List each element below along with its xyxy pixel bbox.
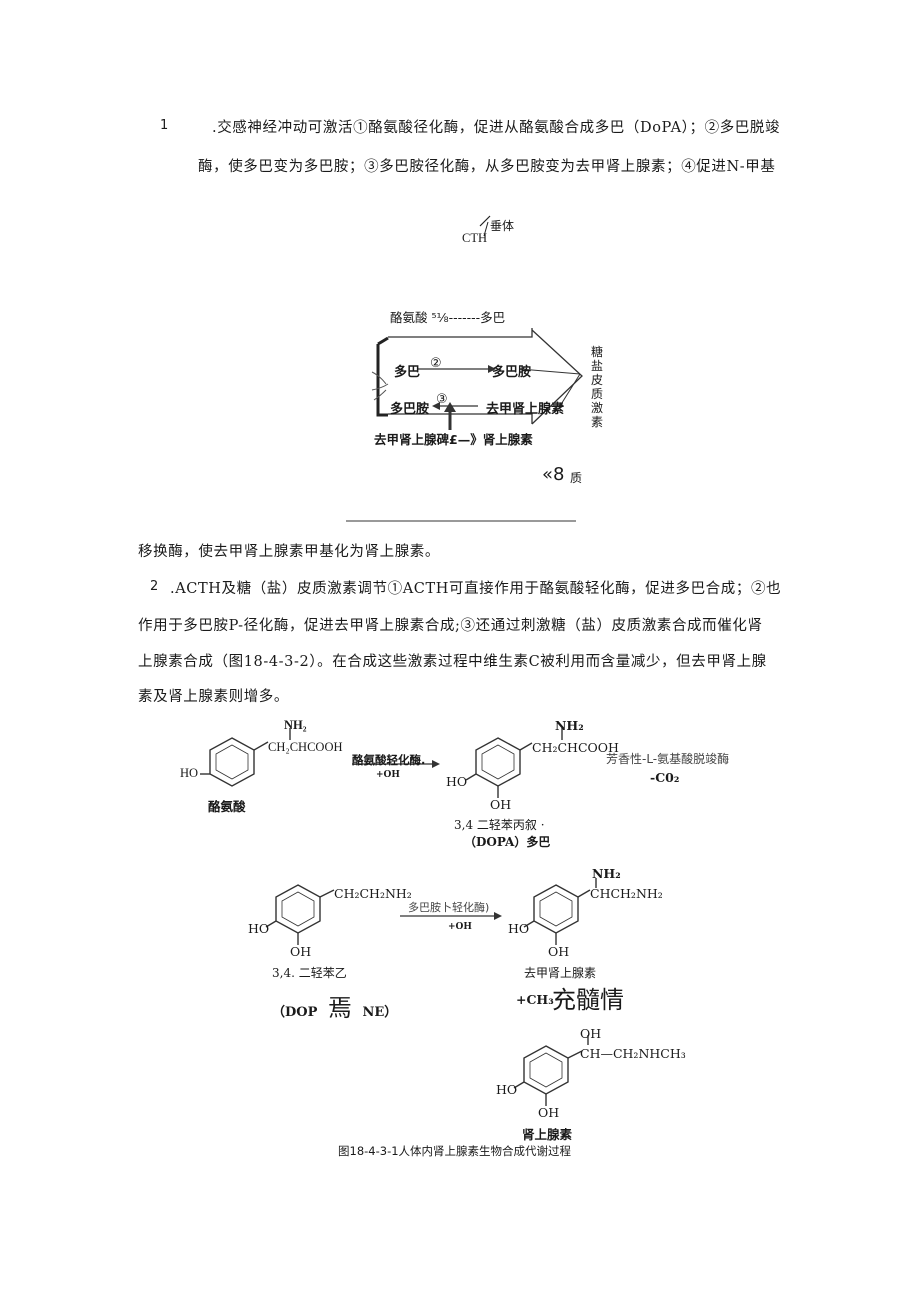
dopamine-oh: OH bbox=[290, 944, 312, 959]
norepinephrine-ring bbox=[523, 878, 597, 945]
corticosteroid-char: 糖 bbox=[591, 345, 604, 359]
enzyme1-sub: +OH bbox=[376, 770, 400, 780]
tyrosine-nh2: NH₂ bbox=[284, 718, 307, 732]
pituitary-label: 垂体 bbox=[490, 219, 515, 233]
methyl-label: +CH₃ bbox=[516, 992, 554, 1007]
corticosteroid-char: 盐 bbox=[591, 359, 604, 373]
para2-line1: .ACTH及糖（盐）皮质激素调节①ACTH可直接作用于酪氨酸轻化酶，促进多巴合成… bbox=[170, 581, 782, 597]
dopamine-chain: CH₂CH₂NH₂ bbox=[334, 886, 412, 901]
figure-caption: 图18-4-3-1人体内肾上腺素生物合成代谢过程 bbox=[338, 1144, 572, 1158]
epi-name: 肾上腺素 bbox=[522, 1127, 573, 1142]
enzyme3-sub: +OH bbox=[448, 922, 472, 932]
dopamine-name-line2: （DOP 焉 NE） bbox=[272, 988, 397, 1023]
dopa-oh: OH bbox=[490, 797, 512, 812]
diagram-top-line: 酪氨酸 ⁵⅛-------多巴 bbox=[390, 310, 506, 325]
epinephrine-ring bbox=[513, 1035, 589, 1106]
enzyme-tyrosine-hydroxylase: 酪氨酸轻化酶. bbox=[352, 753, 426, 767]
tyrosine-ring bbox=[200, 728, 291, 787]
enzyme-aromatic-decarboxylase: 芳香性-L-氨基酸脱竣酶 bbox=[606, 752, 730, 766]
epi-oh-top: OH bbox=[580, 1026, 602, 1041]
dopamine-name-part: NE） bbox=[362, 1005, 398, 1020]
dopamine-name-part: 焉 bbox=[327, 994, 352, 1022]
epi-ho: HO bbox=[496, 1082, 518, 1097]
ne-name: 去甲肾上腺素 bbox=[524, 966, 597, 980]
dopa-nh2: NH₂ bbox=[555, 718, 584, 733]
tyrosine-name: 酪氨酸 bbox=[208, 799, 246, 814]
dopa-ring bbox=[465, 728, 563, 798]
para2-number: 2 bbox=[150, 579, 159, 594]
ne-nh2: NH₂ bbox=[592, 866, 621, 881]
para2-line2: 作用于多巴胺P-径化酶，促进去甲肾上腺素合成;③还通过刺激糖（盐）皮质激素合成而… bbox=[138, 618, 763, 634]
methyl-big-chars: 充髓情 bbox=[552, 986, 624, 1014]
cth-label: CTH bbox=[462, 231, 487, 245]
norepinephrine-node: 去甲肾上腺素 bbox=[486, 402, 565, 417]
enzyme-dopamine-hydroxylase: 多巴胺卜轻化酶) bbox=[408, 901, 490, 914]
epi-chain: CH—CH₂NHCH₃ bbox=[580, 1046, 686, 1061]
tyrosine-ho: HO bbox=[180, 766, 199, 780]
dopa-ho: HO bbox=[446, 774, 468, 789]
para2-line4: 素及肾上腺素则增多。 bbox=[138, 689, 289, 705]
dopamine-ring bbox=[265, 884, 335, 945]
diagram-corner-mark-2: 质 bbox=[570, 471, 583, 485]
para1-continuation: 移换酶，使去甲肾上腺素甲基化为肾上腺素。 bbox=[138, 544, 440, 560]
dopamine-ho: HO bbox=[248, 921, 270, 936]
dopa-name-line2: （DOPA）多巴 bbox=[464, 835, 551, 849]
dopa-chain: CH₂CHCOOH bbox=[532, 740, 619, 755]
step2-marker: ② bbox=[430, 356, 442, 371]
dopa-name-line1: 3,4 二轻苯丙叙 · bbox=[454, 818, 545, 832]
diagram-corner-mark: «8 bbox=[542, 464, 565, 485]
enzyme2-sub: -C0₂ bbox=[650, 770, 680, 785]
corticosteroid-char: 激 bbox=[591, 401, 604, 415]
tyrosine-chain: CH₂CHCOOH bbox=[268, 740, 343, 754]
para2-line3: 上腺素合成（图18-4-3-2）。在合成这些激素过程中维生素C被利用而含量减少，… bbox=[138, 654, 767, 670]
corticosteroid-char: 素 bbox=[591, 415, 604, 429]
corticosteroid-label: 糖 盐 皮 质 激 素 bbox=[591, 345, 605, 429]
ne-ho: HO bbox=[508, 921, 530, 936]
dopamine-name-part: （DOP bbox=[272, 1005, 318, 1020]
ne-oh: OH bbox=[548, 944, 570, 959]
regulation-diagram-lines bbox=[346, 215, 583, 522]
ne-chain: CHCH₂NH₂ bbox=[590, 886, 663, 901]
para1-line1: .交感神经冲动可激活①酪氨酸径化酶，促进从酪氨酸合成多巴（DoPA）；②多巴脱竣 bbox=[212, 120, 781, 136]
corticosteroid-char: 皮 bbox=[591, 373, 604, 387]
dopa-node: 多巴 bbox=[394, 365, 421, 380]
epi-oh: OH bbox=[538, 1105, 560, 1120]
para1-line2: 酶，使多巴变为多巴胺；③多巴胺径化酶，从多巴胺变为去甲肾上腺素；④促进N-甲基 bbox=[198, 159, 776, 175]
para1-number: 1 bbox=[160, 118, 169, 133]
dopamine-name-line1: 3,4. 二轻苯乙 bbox=[272, 966, 347, 980]
dopamine-node-right: 多巴胺 bbox=[492, 365, 532, 380]
dopamine-node-left: 多巴胺 bbox=[390, 402, 430, 417]
diagram-bottom-line: 去甲肾上腺碑£—》肾上腺素 bbox=[374, 432, 533, 447]
corticosteroid-char: 质 bbox=[591, 387, 604, 401]
step3-marker: ③ bbox=[436, 392, 448, 407]
